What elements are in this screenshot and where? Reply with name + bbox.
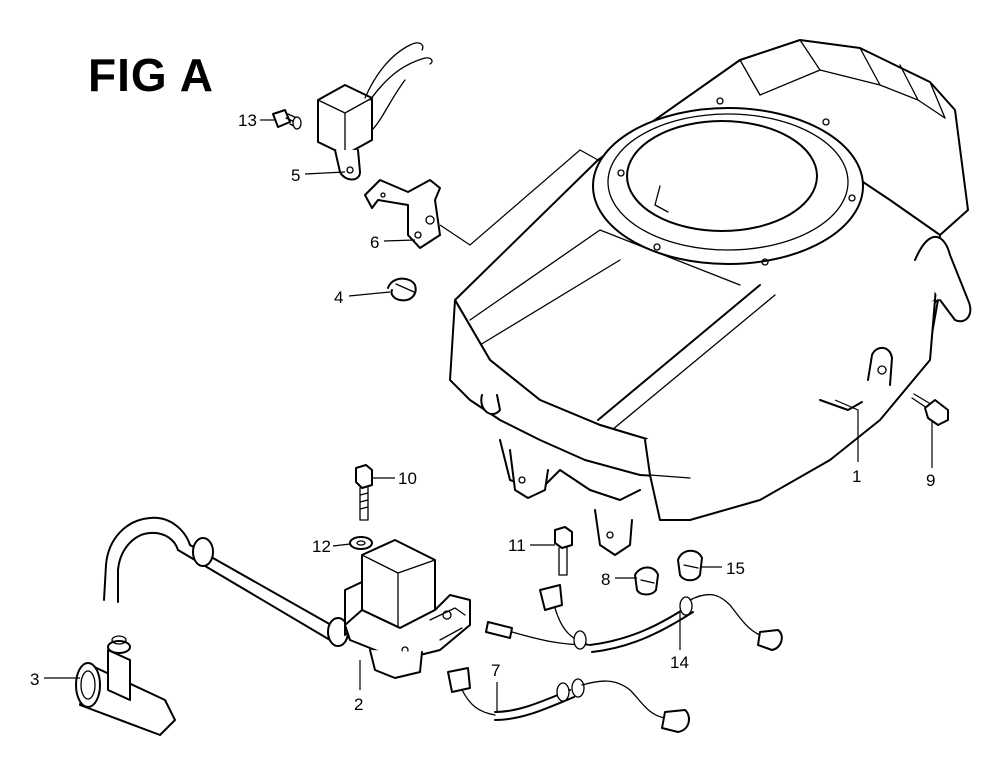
fan-cover-part xyxy=(449,39,972,556)
callout-8: 8 xyxy=(601,570,610,589)
callout-4: 4 xyxy=(334,288,343,307)
ignition-coil-part xyxy=(103,516,471,679)
bolt-11-part xyxy=(554,526,573,576)
wire-harness-7-part xyxy=(447,667,691,733)
callout-12: 12 xyxy=(312,537,331,556)
ignition-control-part xyxy=(317,42,433,181)
callout-2: 2 xyxy=(354,695,363,714)
bracket-6-part xyxy=(364,179,441,249)
clip-4-part xyxy=(387,277,417,302)
bolt-9-part xyxy=(911,393,949,426)
callout-3: 3 xyxy=(30,670,39,689)
callout-7: 7 xyxy=(491,661,500,680)
callout-14: 14 xyxy=(670,653,689,672)
figure-title: FIG A xyxy=(88,49,214,101)
callout-labels: 1 2 3 4 5 6 7 8 9 10 11 12 13 14 15 xyxy=(30,111,935,714)
callout-15: 15 xyxy=(726,559,745,578)
bolt-10-part xyxy=(355,464,373,521)
callout-leaders xyxy=(44,119,933,712)
bolt-13-part xyxy=(272,109,302,130)
callout-13: 13 xyxy=(238,111,257,130)
clip-15-part xyxy=(677,549,703,582)
callout-11: 11 xyxy=(508,536,526,555)
washer-12-part xyxy=(349,536,373,550)
callout-10: 10 xyxy=(398,469,417,488)
clip-8-part xyxy=(634,566,659,596)
callout-9: 9 xyxy=(926,471,935,490)
wire-harness-14-part xyxy=(485,584,783,653)
callout-5: 5 xyxy=(291,166,300,185)
fuel-fitting-part xyxy=(75,635,176,736)
callout-6: 6 xyxy=(370,233,379,252)
callout-1: 1 xyxy=(852,467,861,486)
